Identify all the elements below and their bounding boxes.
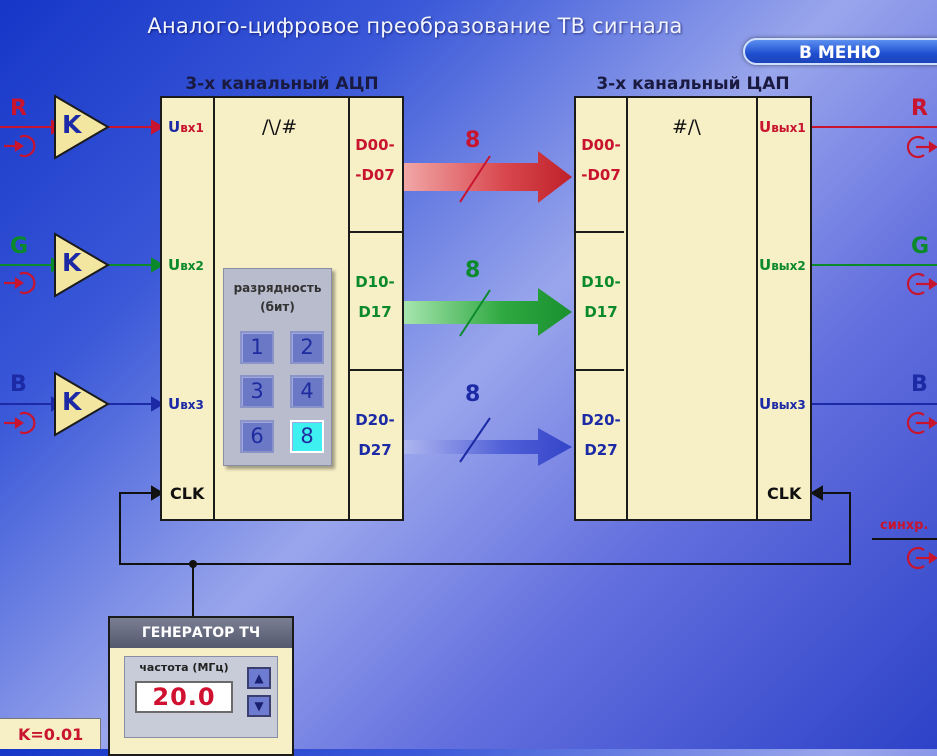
- adc-output-2-line1: D10-: [355, 273, 395, 291]
- dac-input-1-line1: D00-: [581, 136, 621, 154]
- dac-input-1: D00- -D07: [575, 130, 627, 190]
- adc-output-1-line2: -D07: [355, 166, 395, 184]
- amplifier-b: [54, 371, 110, 437]
- generator-panel: ГЕНЕРАТОР ТЧ частота (МГц) 20.0 ▲ ▼: [108, 616, 294, 756]
- amplifier-r: [54, 94, 110, 160]
- dac-output-3: Uвых3: [759, 395, 806, 413]
- bit-option-2[interactable]: 2: [290, 331, 324, 364]
- dac-input-2-line2: D17: [584, 303, 618, 321]
- bit-option-4[interactable]: 4: [290, 375, 324, 408]
- dac-block: [574, 96, 812, 521]
- page-title: Аналого-цифровое преобразование ТВ сигна…: [147, 14, 683, 38]
- dac-input-3-line1: D20-: [581, 411, 621, 429]
- k-value-display: K=0.01: [0, 718, 101, 749]
- triangle-up-icon: ▲: [254, 671, 264, 685]
- dac-symbol: #/\: [672, 116, 701, 138]
- channel-input-r: R: [10, 96, 27, 121]
- sync-label: синхр.: [880, 518, 929, 533]
- dac-output-1-main: U: [759, 118, 772, 136]
- dac-input-1-line2: -D07: [581, 166, 621, 184]
- bit-depth-panel: разрядность (бит) 1 2 3 4 6 8: [223, 268, 332, 466]
- bus-arrow-r: [402, 151, 572, 203]
- channel-input-b: B: [10, 372, 27, 397]
- dac-title: 3-х канальный ЦАП: [596, 74, 790, 94]
- bit-option-3[interactable]: 3: [240, 375, 274, 408]
- bus-arrow-b: [402, 428, 572, 466]
- adc-input-3: Uвх3: [168, 395, 204, 413]
- triangle-down-icon: ▼: [254, 699, 264, 713]
- bit-depth-title-line1: разрядность: [233, 281, 322, 295]
- adc-symbol: /\/#: [262, 116, 298, 138]
- adc-clk-label: CLK: [170, 484, 205, 503]
- adc-input-3-main: U: [168, 395, 181, 413]
- bit-option-1[interactable]: 1: [240, 331, 274, 364]
- generator-title: ГЕНЕРАТОР ТЧ: [110, 618, 292, 648]
- amplifier-label-b: K: [62, 387, 82, 416]
- adc-input-1: Uвх1: [168, 118, 204, 136]
- dac-output-2-main: U: [759, 256, 772, 274]
- dac-input-2: D10- D17: [575, 267, 627, 327]
- bus-arrow-g: [402, 288, 572, 336]
- bit-depth-title-line2: (бит): [260, 300, 295, 314]
- adc-output-3-line1: D20-: [355, 411, 395, 429]
- adc-input-2-sub: вх2: [180, 259, 204, 273]
- frequency-down-button[interactable]: ▼: [247, 695, 271, 717]
- amplifier-label-r: K: [62, 110, 82, 139]
- bus-width-b: 8: [465, 382, 481, 407]
- dac-output-1-sub: вых1: [771, 121, 806, 135]
- adc-title: 3-х канальный АЦП: [185, 74, 379, 94]
- adc-input-1-main: U: [168, 118, 181, 136]
- dac-input-3: D20- D27: [575, 405, 627, 465]
- amplifier-g: [54, 232, 110, 298]
- dac-output-3-main: U: [759, 395, 772, 413]
- dac-output-3-sub: вых3: [771, 398, 806, 412]
- dac-output-2-sub: вых2: [771, 259, 806, 273]
- amplifier-label-g: K: [62, 248, 82, 277]
- dac-output-2: Uвых2: [759, 256, 806, 274]
- dac-input-2-line1: D10-: [581, 273, 621, 291]
- frequency-up-button[interactable]: ▲: [247, 667, 271, 689]
- bit-option-6[interactable]: 6: [240, 420, 274, 453]
- channel-input-g: G: [10, 234, 29, 259]
- menu-button[interactable]: В МЕНЮ: [743, 38, 937, 65]
- adc-input-3-sub: вх3: [180, 398, 204, 412]
- generator-controls: частота (МГц) 20.0 ▲ ▼: [124, 656, 278, 738]
- bus-width-r: 8: [465, 128, 481, 153]
- adc-output-3: D20- D27: [348, 405, 402, 465]
- adc-output-2: D10- D17: [348, 267, 402, 327]
- dac-input-3-line2: D27: [584, 441, 618, 459]
- adc-input-2: Uвх2: [168, 256, 204, 274]
- bit-option-8[interactable]: 8: [290, 420, 324, 453]
- dac-output-1: Uвых1: [759, 118, 806, 136]
- bus-width-g: 8: [465, 258, 481, 283]
- adc-input-1-sub: вх1: [180, 121, 204, 135]
- dac-clk-label: CLK: [767, 484, 802, 503]
- input-jack-icons: [4, 134, 36, 435]
- adc-output-1: D00- -D07: [348, 130, 402, 190]
- frequency-display: 20.0: [135, 681, 233, 713]
- output-jack-icons: [906, 135, 937, 570]
- channel-output-g: G: [911, 234, 930, 259]
- adc-output-1-line1: D00-: [355, 136, 395, 154]
- adc-output-2-line2: D17: [358, 303, 392, 321]
- adc-input-2-main: U: [168, 256, 181, 274]
- adc-output-3-line2: D27: [358, 441, 392, 459]
- channel-output-b: B: [911, 372, 928, 397]
- channel-output-r: R: [911, 96, 928, 121]
- frequency-label: частота (МГц): [139, 661, 229, 674]
- bit-depth-title: разрядность (бит): [224, 279, 331, 317]
